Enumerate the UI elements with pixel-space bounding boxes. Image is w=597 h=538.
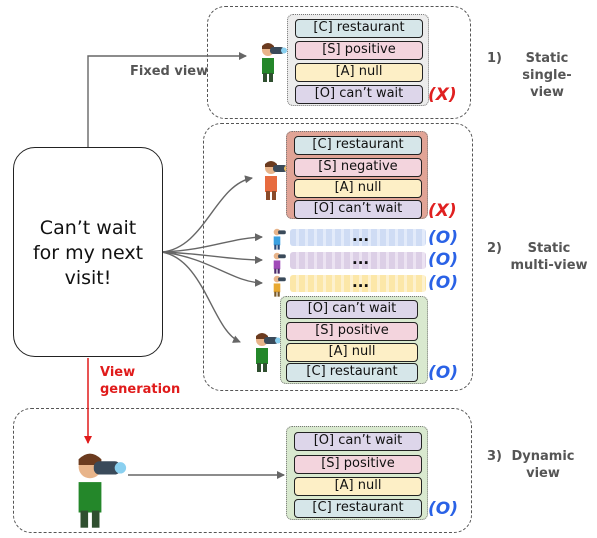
multi-view-bottom-aspect: [A] null [286,343,418,362]
person-with-binoculars-icon [273,252,286,274]
person-with-binoculars-icon [262,43,287,82]
multi-view-bottom-category: [C] restaurant [286,363,418,382]
single-view-category: [C] restaurant [295,19,423,38]
single-view-aspect: [A] null [295,63,423,82]
section-3-number: 3) [487,449,502,464]
multi-view-section [203,123,473,391]
person-with-binoculars-icon [78,453,127,528]
section-2-number: 2) [487,241,502,256]
dynamic-view-category: [C] restaurant [294,499,422,518]
section-1-name: Static single-view [522,51,572,100]
person-with-binoculars-icon [273,228,286,250]
correct-mark: (O) [428,499,458,519]
input-sentence: Can’t wait for my next visit! [32,217,144,289]
correct-mark: (O) [428,250,458,270]
person-with-binoculars-icon [265,161,290,200]
single-view-opinion: [O] can’t wait [295,85,423,104]
branch-arrow-3 [161,251,263,264]
fixed-view-arrow [87,52,247,148]
fixed-view-label: Fixed view [130,64,209,79]
view-ellipsis: ... [352,273,370,291]
dynamic-view-sentiment: [S] positive [294,455,422,474]
dynamic-view-aspect: [A] null [294,477,422,496]
wrong-mark: (X) [428,201,457,221]
multi-view-top-sentiment: [S] negative [294,158,422,177]
person-with-binoculars-icon [273,275,286,297]
section-2-name: Static multi-view [510,241,588,273]
branch-arrow-4 [161,251,263,287]
view-stripe-blue [290,229,426,246]
single-view-sentiment: [S] positive [295,41,423,60]
view-ellipsis: ... [352,250,370,268]
multi-view-top-aspect: [A] null [294,179,422,198]
person-with-binoculars-icon [256,333,281,372]
multi-view-bottom-opinion: [O] can’t wait [286,300,418,319]
dynamic-view-section [13,408,472,533]
view-ellipsis: ... [352,227,370,245]
correct-mark: (O) [428,273,458,293]
section-3-name: Dynamic view [511,449,575,481]
multi-view-top-category: [C] restaurant [294,136,422,155]
dynamic-view-opinion: [O] can’t wait [294,432,422,451]
view-stripe-purple [290,252,426,269]
branch-arrow-2 [161,233,263,253]
branch-arrow-1 [161,175,253,253]
branch-arrow-5 [161,251,241,343]
correct-mark: (O) [428,228,458,248]
view-stripe-yellow [290,275,426,292]
single-view-section [207,6,471,119]
multi-view-top-opinion: [O] can’t wait [294,200,422,219]
view-generation-label: View generation [100,365,181,397]
input-sentence-box [13,147,163,357]
correct-mark: (O) [428,363,458,383]
wrong-mark: (X) [428,85,457,105]
multi-view-bottom-sentiment: [S] positive [286,322,418,341]
section-1-number: 1) [487,51,502,66]
